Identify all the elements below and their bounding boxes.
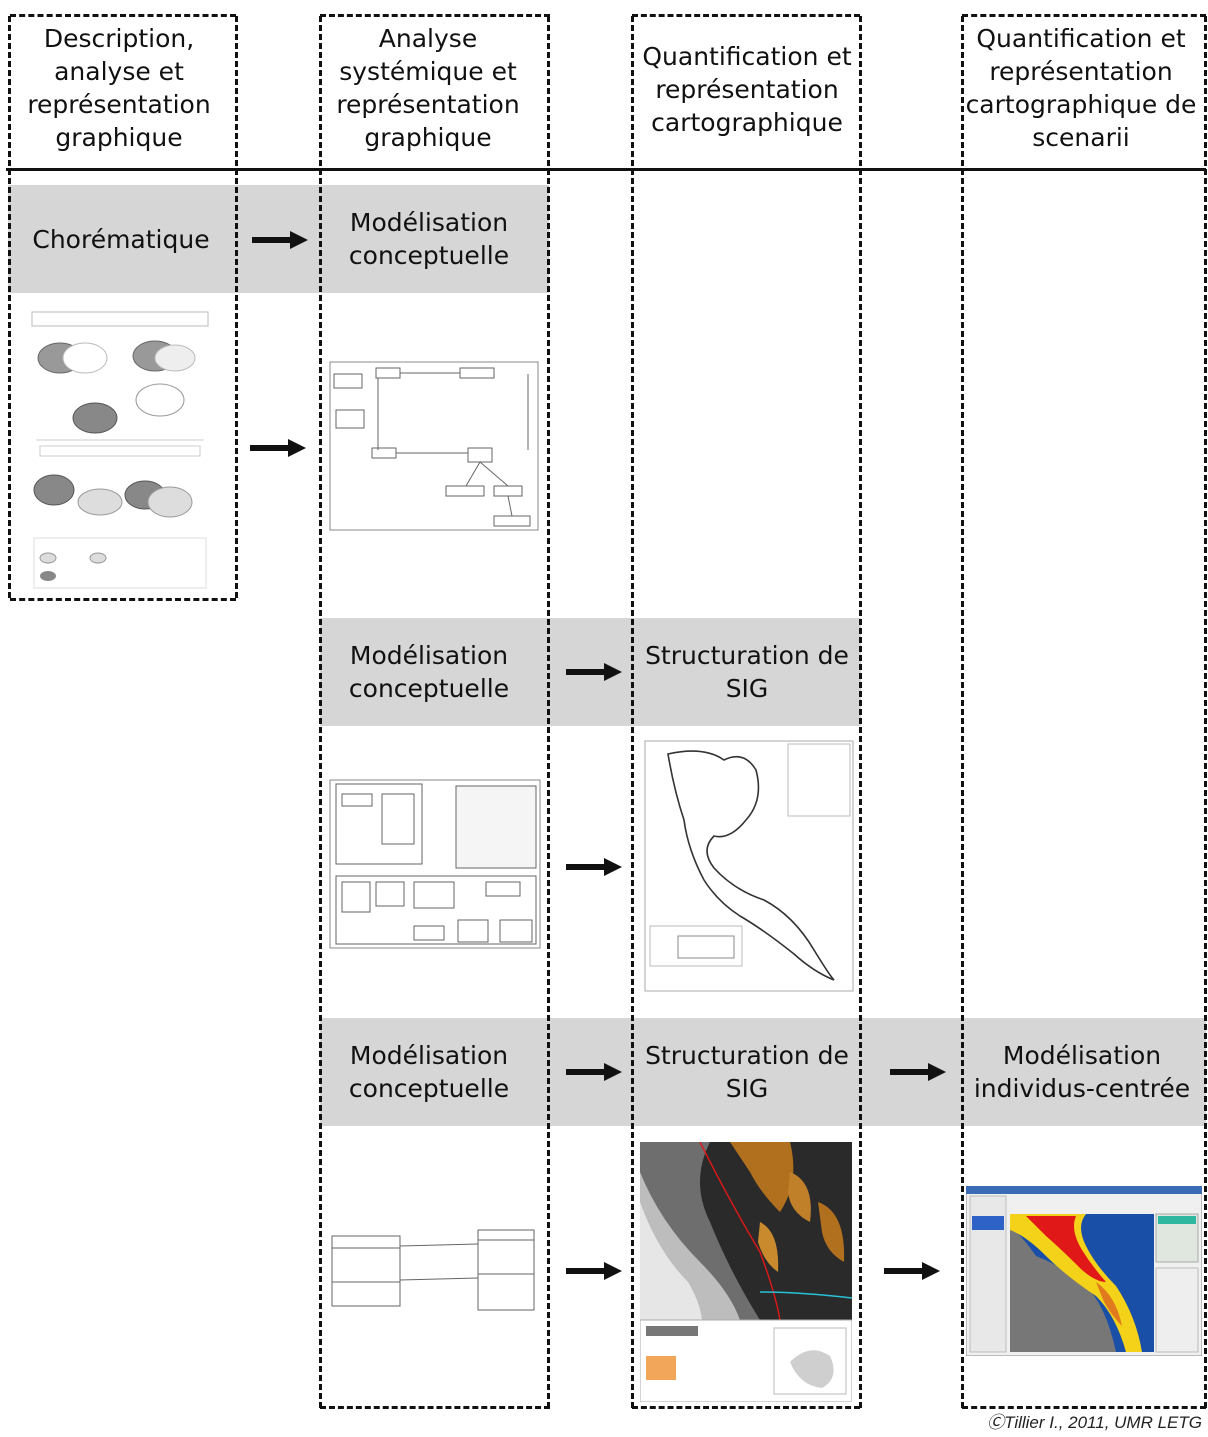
- arrow-right-icon: [890, 1063, 946, 1081]
- header-top-dash-1: [10, 14, 236, 17]
- col3-right-dash: [859, 16, 862, 1408]
- header-col2: Analyse systémique et représentation gra…: [322, 22, 534, 154]
- col3-left-dash: [631, 16, 634, 1408]
- row3-step2-label: Structuration de SIG: [636, 1018, 858, 1126]
- arrow-right-icon: [566, 1262, 622, 1280]
- row3-band: [320, 1018, 1206, 1126]
- chorematic-diagram-thumbnail: [30, 310, 210, 592]
- row1-step1-text: Chorématique: [32, 224, 210, 254]
- col4-bottom-dash: [962, 1406, 1206, 1409]
- col2-right-dash: [547, 16, 550, 1408]
- copyright-credit: ⒸTillier I., 2011, UMR LETG: [987, 1413, 1202, 1432]
- row1-step2-label: Modélisation conceptuelle: [324, 185, 534, 293]
- col4-left-dash: [961, 16, 964, 1408]
- arrow-right-icon: [566, 663, 622, 681]
- arrow-right-icon: [566, 858, 622, 876]
- row1-step1-label: Chorématique: [10, 185, 232, 293]
- row2-step2-text: Structuration de SIG: [645, 641, 849, 703]
- row3-step3-text: Modélisation individus-centrée: [973, 1041, 1191, 1103]
- col1-right-dash: [235, 16, 238, 598]
- arrow-right-icon: [252, 231, 308, 249]
- agent-model-screenshot-thumbnail: [966, 1186, 1202, 1356]
- header-col3: Quantification et représentation cartogr…: [634, 40, 860, 139]
- col2-left-dash: [319, 16, 322, 1408]
- row2-step1-label: Modélisation conceptuelle: [324, 618, 534, 726]
- gis-satellite-map-thumbnail: [640, 1142, 852, 1402]
- header-col4: Quantification et représentation cartogr…: [964, 22, 1198, 154]
- header-top-dash-3: [632, 14, 860, 17]
- arrow-right-icon: [884, 1262, 940, 1280]
- row3-step2-text: Structuration de SIG: [645, 1041, 849, 1103]
- row2-step2-label: Structuration de SIG: [636, 618, 858, 726]
- row3-step1-text: Modélisation conceptuelle: [348, 1041, 510, 1103]
- uml-diagram-thumbnail-3: [330, 1228, 538, 1314]
- header-separator: [6, 168, 1206, 171]
- uml-diagram-thumbnail-1: [328, 360, 540, 532]
- row3-step3-label: Modélisation individus-centrée: [966, 1018, 1198, 1126]
- col2-bottom-dash: [320, 1406, 550, 1409]
- header-top-dash-4: [962, 14, 1206, 17]
- arrow-right-icon: [566, 1063, 622, 1081]
- row3-step1-label: Modélisation conceptuelle: [324, 1018, 534, 1126]
- col1-bottom-dash: [10, 598, 236, 601]
- arrow-right-icon: [250, 439, 306, 457]
- gis-coastline-map-thumbnail: [644, 740, 854, 992]
- header-top-dash-2: [320, 14, 550, 17]
- col1-left-dash: [8, 16, 11, 598]
- col3-bottom-dash: [632, 1406, 860, 1409]
- header-col1: Description, analyse et représentation g…: [8, 22, 230, 154]
- uml-diagram-thumbnail-2: [328, 778, 542, 950]
- header-col3-text: Quantification et représentation cartogr…: [642, 42, 852, 137]
- header-col2-text: Analyse systémique et représentation gra…: [336, 24, 520, 152]
- row2-step1-text: Modélisation conceptuelle: [348, 641, 510, 703]
- row1-step2-text: Modélisation conceptuelle: [348, 208, 510, 270]
- header-col4-text: Quantification et représentation cartogr…: [965, 24, 1197, 152]
- col4-right-dash: [1204, 16, 1207, 1408]
- header-col1-text: Description, analyse et représentation g…: [27, 24, 211, 152]
